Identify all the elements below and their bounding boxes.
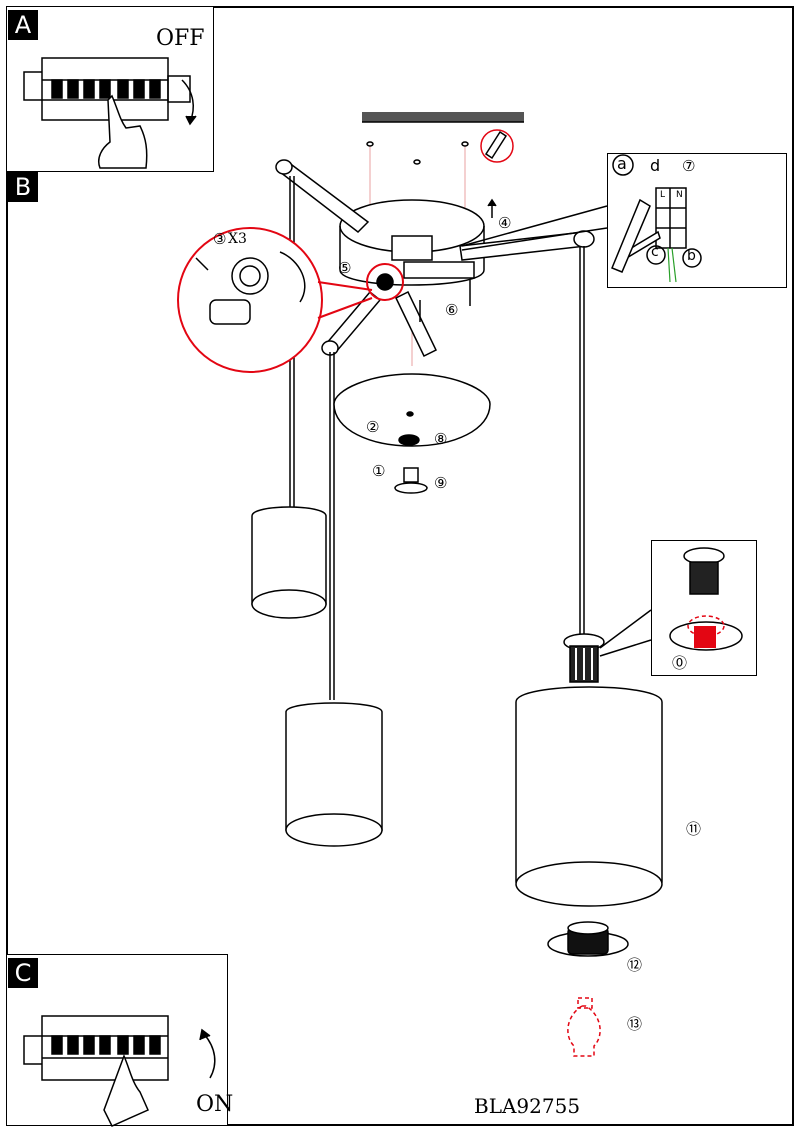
screwdriver-icon bbox=[611, 198, 661, 273]
wiring-letter-c: c bbox=[651, 244, 659, 260]
bulb-holder bbox=[563, 633, 605, 683]
socket-detail bbox=[669, 547, 743, 651]
page-frame bbox=[6, 6, 794, 1126]
screw-detail-magnifier bbox=[177, 227, 404, 373]
step-10-marker: ⓪ bbox=[672, 654, 688, 672]
rotate-arrow-icon bbox=[181, 79, 195, 123]
step-1-marker: ① bbox=[372, 462, 386, 480]
step-13-marker: ⑬ bbox=[627, 1015, 643, 1033]
cover-nut bbox=[394, 467, 428, 494]
step-7-marker: ⑦ bbox=[682, 157, 696, 175]
terminal-label-l: L bbox=[660, 190, 666, 200]
wiring-letter-b: b bbox=[687, 248, 696, 264]
bulb-icon bbox=[567, 997, 601, 1057]
circuit-breaker-on-icon bbox=[23, 1015, 169, 1127]
cover-plate bbox=[333, 373, 491, 447]
power-on-label: ON bbox=[196, 1092, 234, 1117]
step-8-marker: ⑧ bbox=[434, 430, 448, 448]
section-c-badge: C bbox=[8, 958, 38, 988]
ceiling bbox=[362, 112, 524, 123]
wall-plug-icon bbox=[480, 129, 514, 163]
shade-small-2 bbox=[285, 702, 383, 847]
section-a-badge: A bbox=[8, 10, 38, 40]
arm-left-top bbox=[275, 159, 370, 233]
step-12-marker: ⑫ bbox=[627, 956, 643, 974]
circuit-breaker-icon bbox=[23, 57, 191, 121]
step-5-marker: ⑤ bbox=[338, 259, 352, 277]
shade-small-1 bbox=[251, 506, 327, 619]
step-11-marker: ⑪ bbox=[686, 820, 702, 838]
step-9-marker: ⑨ bbox=[434, 474, 448, 492]
step-3-marker: ③ bbox=[213, 230, 227, 248]
screw-count-label: X3 bbox=[228, 231, 247, 247]
step-2-marker: ② bbox=[366, 418, 380, 436]
rotate-arrow-up-icon bbox=[203, 1033, 216, 1079]
canopy bbox=[339, 199, 485, 286]
power-off-label: OFF bbox=[156, 26, 205, 51]
step-4-marker: ④ bbox=[498, 214, 512, 232]
hand-icon bbox=[98, 94, 148, 169]
shade-large bbox=[515, 686, 663, 907]
section-b-badge: B bbox=[8, 172, 38, 202]
model-number: BLA92755 bbox=[474, 1094, 581, 1118]
arm-down bbox=[395, 290, 437, 358]
terminal-label-n: N bbox=[676, 190, 683, 200]
terminal-block bbox=[655, 187, 687, 249]
wiring-letter-d: d bbox=[650, 156, 661, 175]
wiring-letter-a: a bbox=[617, 154, 627, 173]
step-6-marker: ⑥ bbox=[445, 301, 459, 319]
retaining-ring bbox=[547, 921, 629, 957]
arm-left-low bbox=[321, 290, 382, 356]
